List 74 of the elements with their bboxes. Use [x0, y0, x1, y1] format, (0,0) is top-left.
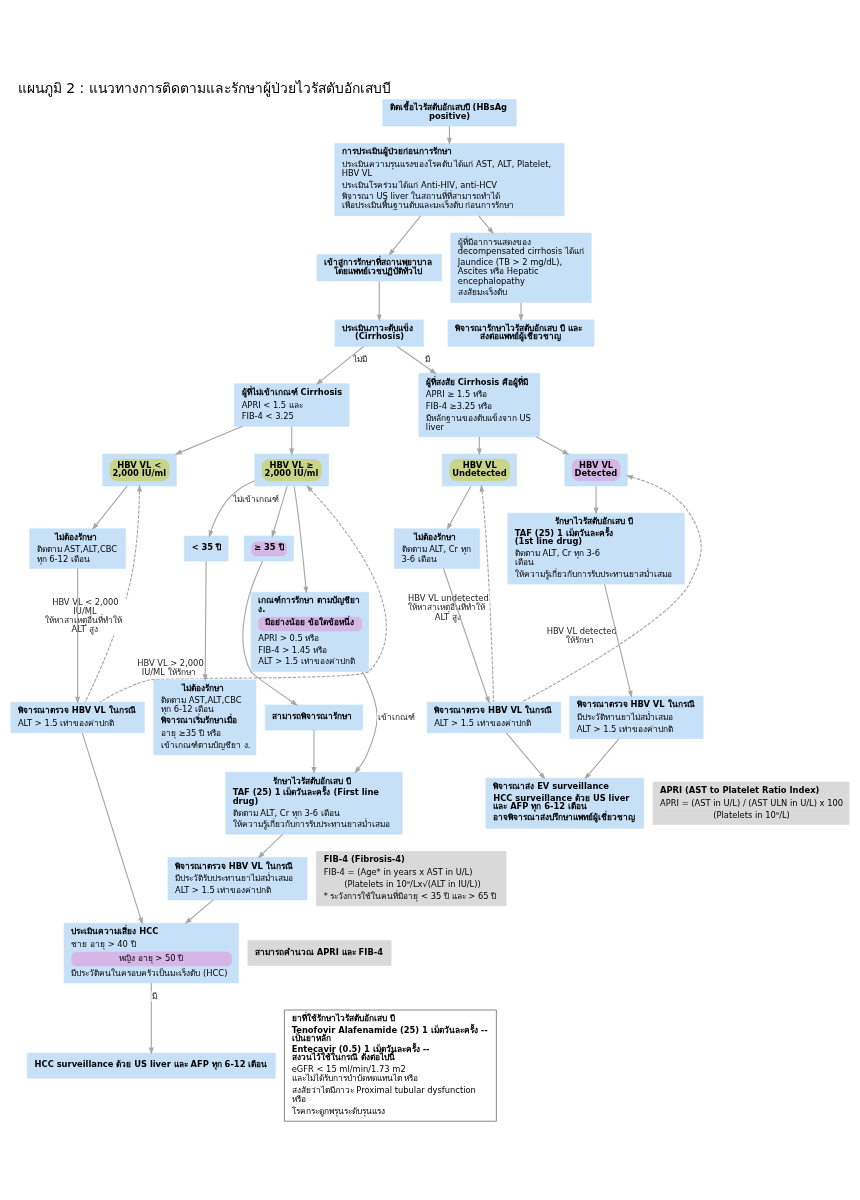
- node-box: เข้าสู่การรักษาที่สถานพยาบาล โดยแพทย์เวชปฏิบัติทั่วไป: [316, 254, 442, 282]
- node-box: HCC surveillance ด้วย US liver และ AFP ทุก 6-12 เดือน: [26, 1052, 276, 1079]
- arrow: [81, 732, 143, 925]
- arrow: [478, 215, 494, 235]
- arrow: [315, 345, 365, 385]
- arrow: [75, 567, 81, 704]
- node-box: ผู้ที่ไม่เข้าเกณฑ์ Cirrhosis APRI < 1.5 และ FIB-4 < 3.25: [234, 383, 350, 427]
- node-box: พิจารณาส่ง EV surveillance HCC surveillance ด้วย US liver และ AFP ทุก 6-12 เดือน อาจพิจารณาส่งปรึกษาแพทย์ผู้เชี่ยวชาญ: [485, 777, 645, 829]
- node-box: ไม่ต้องรักษา ติดตาม ALT, Cr ทุก 3-6 เดือน: [393, 528, 481, 569]
- node-box: สามารถคำนวณ APRI และ FIB-4: [247, 940, 392, 966]
- arrow: [271, 485, 288, 538]
- node-box: ยาที่ใช้รักษาไวรัสตับอักเสบ บี Tenofovir Alafenamide (25) 1 เม็ดวันละครั้ง -- เป็นยาหลัก Entecavir (0.5) 1 เม็ดวันละครั้ง -- สงวนไว้ใช้ในกรณี ดังต่อไปนี้ eGFR < 15 ml/min/1.73 m2 และไม่ได้รับการบำบัดทดแทนไต หรือ สงสัยว่าไตมีภาวะ Proximal tubular dysfunction หรือ โรคกระดูกพรุนระดับรุนแรง: [284, 1009, 497, 1122]
- node-box: พิจารณาตรวจ HBV VL ในกรณี ALT > 1.5 เท่าของค่าปกติ: [10, 701, 145, 734]
- arrow: [184, 899, 214, 925]
- node-box: HBV VL Detected: [564, 453, 628, 487]
- node-box: รักษาไวรัสตับอักเสบ บี TAF (25) 1 เม็ดวันละครั้ง (First line drug) ติดตาม ALT, Cr ทุก 3-6 เดือน ให้ความรู้เกี่ยวกับการรับประทานยาสม่ำเสมอ: [225, 772, 403, 835]
- node-box: สามารถพิจารณารักษา: [264, 704, 363, 731]
- node-box: พิจารณารักษาไวรัสตับอักเสบ บี และ ส่งต่อแพทย์ผู้เชี่ยวชาญ: [447, 319, 595, 347]
- arrow: [442, 567, 490, 704]
- node-box: การประเมินผู้ป่วยก่อนการรักษา ประเมินความรุนแรงของโรคตับ ได้แก่ AST, ALT, Platelet, HBV VL ประเมินโรคร่วม ได้แก่ Anti-HIV, anti-HCV พิจารณา US liver ในสถานที่ที่สามารถทำได้ เพื่อประเมินพื้นฐานตับและมะเร็งตับ ก่อนการรักษา: [334, 143, 565, 217]
- arrow: [518, 302, 524, 322]
- node-box: พิจารณาตรวจ HBV VL ในกรณี ALT > 1.5 เท่าของค่าปกติ: [426, 701, 561, 734]
- node-box: ผู้ที่สงสัย Cirrhosis คือผู้ที่มี APRI ≥ 1.5 หรือ FIB-4 ≥3.25 หรือ มีหลักฐานของตับแข็งจาก US liver: [418, 373, 541, 438]
- arrow: [92, 485, 128, 530]
- node-box: FIB-4 (Fibrosis-4) FIB-4 = (Age* in years x AST in U/L) (Platelets in 10⁹/Lx√(ALT in IU/L)) * ระวังการใช้ในคนที่มีอายุ < 35 ปี และ > 65 ปี: [316, 851, 507, 907]
- arrow: [388, 215, 422, 256]
- node-box: ผู้ที่มีอาการแสดงของ decompensated cirrhosis ได้แก่ Jaundice (TB > 2 mg/dL), Ascites หรือ Hepatic encephalopathy สงสัยมะเร็งตับ: [450, 232, 592, 303]
- arrow: [293, 485, 309, 594]
- node-box: เกณฑ์การรักษา ตามบัญชียา ง. มีอย่างน้อย ข้อใดข้อหนึ่ง APRI > 0.5 หรือ FIB-4 > 1.45 หรือ ALT > 1.5 เท่าของค่าปกติ: [250, 592, 369, 672]
- arrow: [99, 485, 387, 703]
- arrow: [584, 738, 620, 780]
- node-box: < 35 ปี: [184, 535, 229, 562]
- node-box: ติดเชื้อไวรัสตับอักเสบบี (HBsAg positive): [382, 99, 517, 127]
- arrow: [257, 833, 284, 859]
- edge-label: เข้าเกณฑ์: [377, 711, 415, 722]
- arrow: [479, 484, 495, 703]
- arrow: [174, 425, 244, 455]
- node-box: ไม่ต้องรักษา ติดตาม AST,ALT,CBC ทุก 6-12 เดือน พิจารณาเริ่มรักษาเมื่อ อายุ ≥35 ปี หรือ เข้าเกณฑ์ตามบัญชียา ง.: [153, 679, 257, 756]
- node-box: APRI (AST to Platelet Ratio Index) APRI = (AST in U/L) / (AST ULN in U/L) x 100 (Platelets in 10⁹/L): [652, 781, 850, 825]
- node-box: ไม่ต้องรักษา ติดตาม AST,ALT,CBC ทุก 6-12 เดือน: [29, 528, 126, 569]
- arrow: [505, 732, 546, 780]
- arrow: [311, 729, 317, 775]
- node-box: HBV VL Undetected: [441, 453, 517, 487]
- edge-label: HBV VL detected ให้รักษา: [546, 625, 617, 645]
- node-box: ≥ 35 ปี: [243, 535, 294, 562]
- arrow: [535, 436, 570, 455]
- diagram-title: แผนภูมิ 2 : แนวทางการติดตามและรักษาผู้ป่วยไวรัสตับอักเสบบี: [17, 79, 391, 96]
- arrow: [84, 484, 142, 703]
- edge-label: ไม่เข้าเกณฑ์: [233, 494, 280, 505]
- arrow: [242, 560, 298, 706]
- arrow: [289, 425, 295, 456]
- edge-label: HBV VL < 2,000 IU/ML ให้หาสาเหตุอื่นที่ทำให้ ALT สูง: [44, 597, 122, 635]
- arrow: [208, 480, 256, 538]
- arrow: [148, 982, 154, 1055]
- arrow: [396, 345, 437, 375]
- arrow: [521, 474, 702, 703]
- node-box: ประเมินภาวะตับแข็ง (Cirrhosis): [334, 319, 424, 347]
- arrow: [593, 485, 599, 515]
- edge-label: HBV VL > 2,000 IU/ML ให้รักษา: [137, 658, 204, 678]
- arrow: [202, 560, 208, 682]
- node-box: พิจารณาตรวจ HBV VL ในกรณี มีประวัติรับประทานยาไม่สม่ำเสมอ ALT > 1.5 เท่าของค่าปกติ: [167, 857, 308, 901]
- node-box: HBV VL < 2,000 IU/ml: [102, 453, 177, 487]
- edge-label: มี: [152, 990, 158, 1001]
- arrow: [376, 280, 382, 322]
- arrow: [603, 583, 633, 698]
- arrow: [354, 671, 378, 774]
- node-box: ประเมินความเสี่ยง HCC ชาย อายุ > 40 ปี หญิง อายุ > 50 ปี มีประวัติคนในครอบครัวเป็นมะเร็งตับ (HCC): [63, 922, 239, 984]
- node-box: HBV VL ≥ 2,000 IU/ml: [254, 453, 329, 487]
- node-box: รักษาไวรัสตับอักเสบ บี TAF (25) 1 เม็ดวันละครั้ง (1st line drug) ติดตาม ALT, Cr ทุก 3-6 เดือน ให้ความรู้เกี่ยวกับการรับประทานยาสม่ำเสมอ: [507, 512, 685, 585]
- edge-label: มี: [424, 354, 430, 365]
- edge-label: ไม่มี: [352, 354, 367, 365]
- arrow: [446, 125, 452, 145]
- arrow: [446, 485, 472, 531]
- node-box: พิจารณาตรวจ HBV VL ในกรณี มีประวัติทานยาไม่สม่ำเสมอ ALT > 1.5 เท่าของค่าปกติ: [569, 695, 704, 739]
